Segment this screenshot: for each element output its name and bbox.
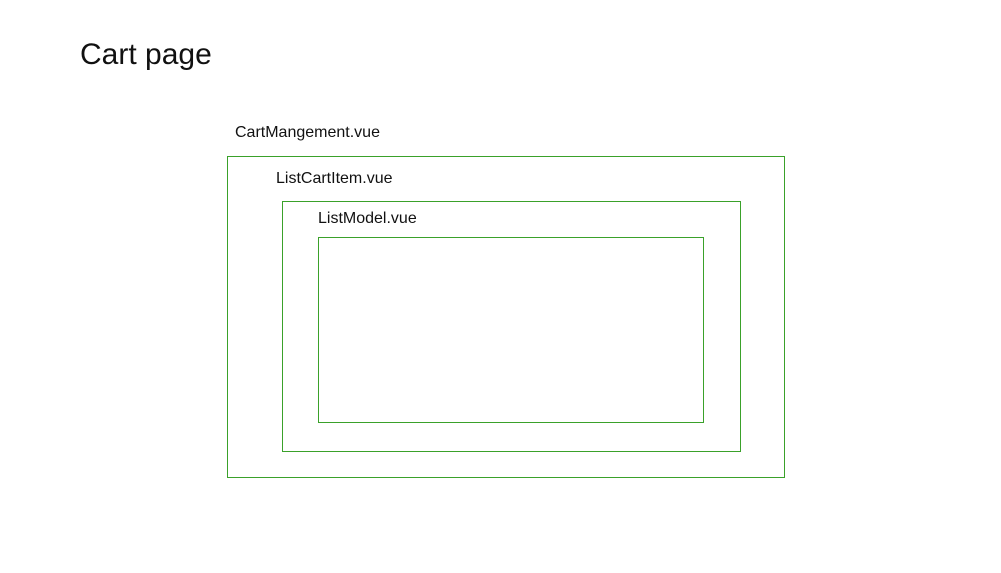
component-label-list-cart-item: ListCartItem.vue xyxy=(276,170,393,187)
component-label-list-model: ListModel.vue xyxy=(318,210,417,227)
component-box-list-cart-item xyxy=(282,201,741,452)
page-title: Cart page xyxy=(80,38,212,71)
component-label-cart-management: CartMangement.vue xyxy=(235,124,380,141)
component-box-list-model xyxy=(318,237,704,423)
component-box-cart-management xyxy=(227,156,785,478)
